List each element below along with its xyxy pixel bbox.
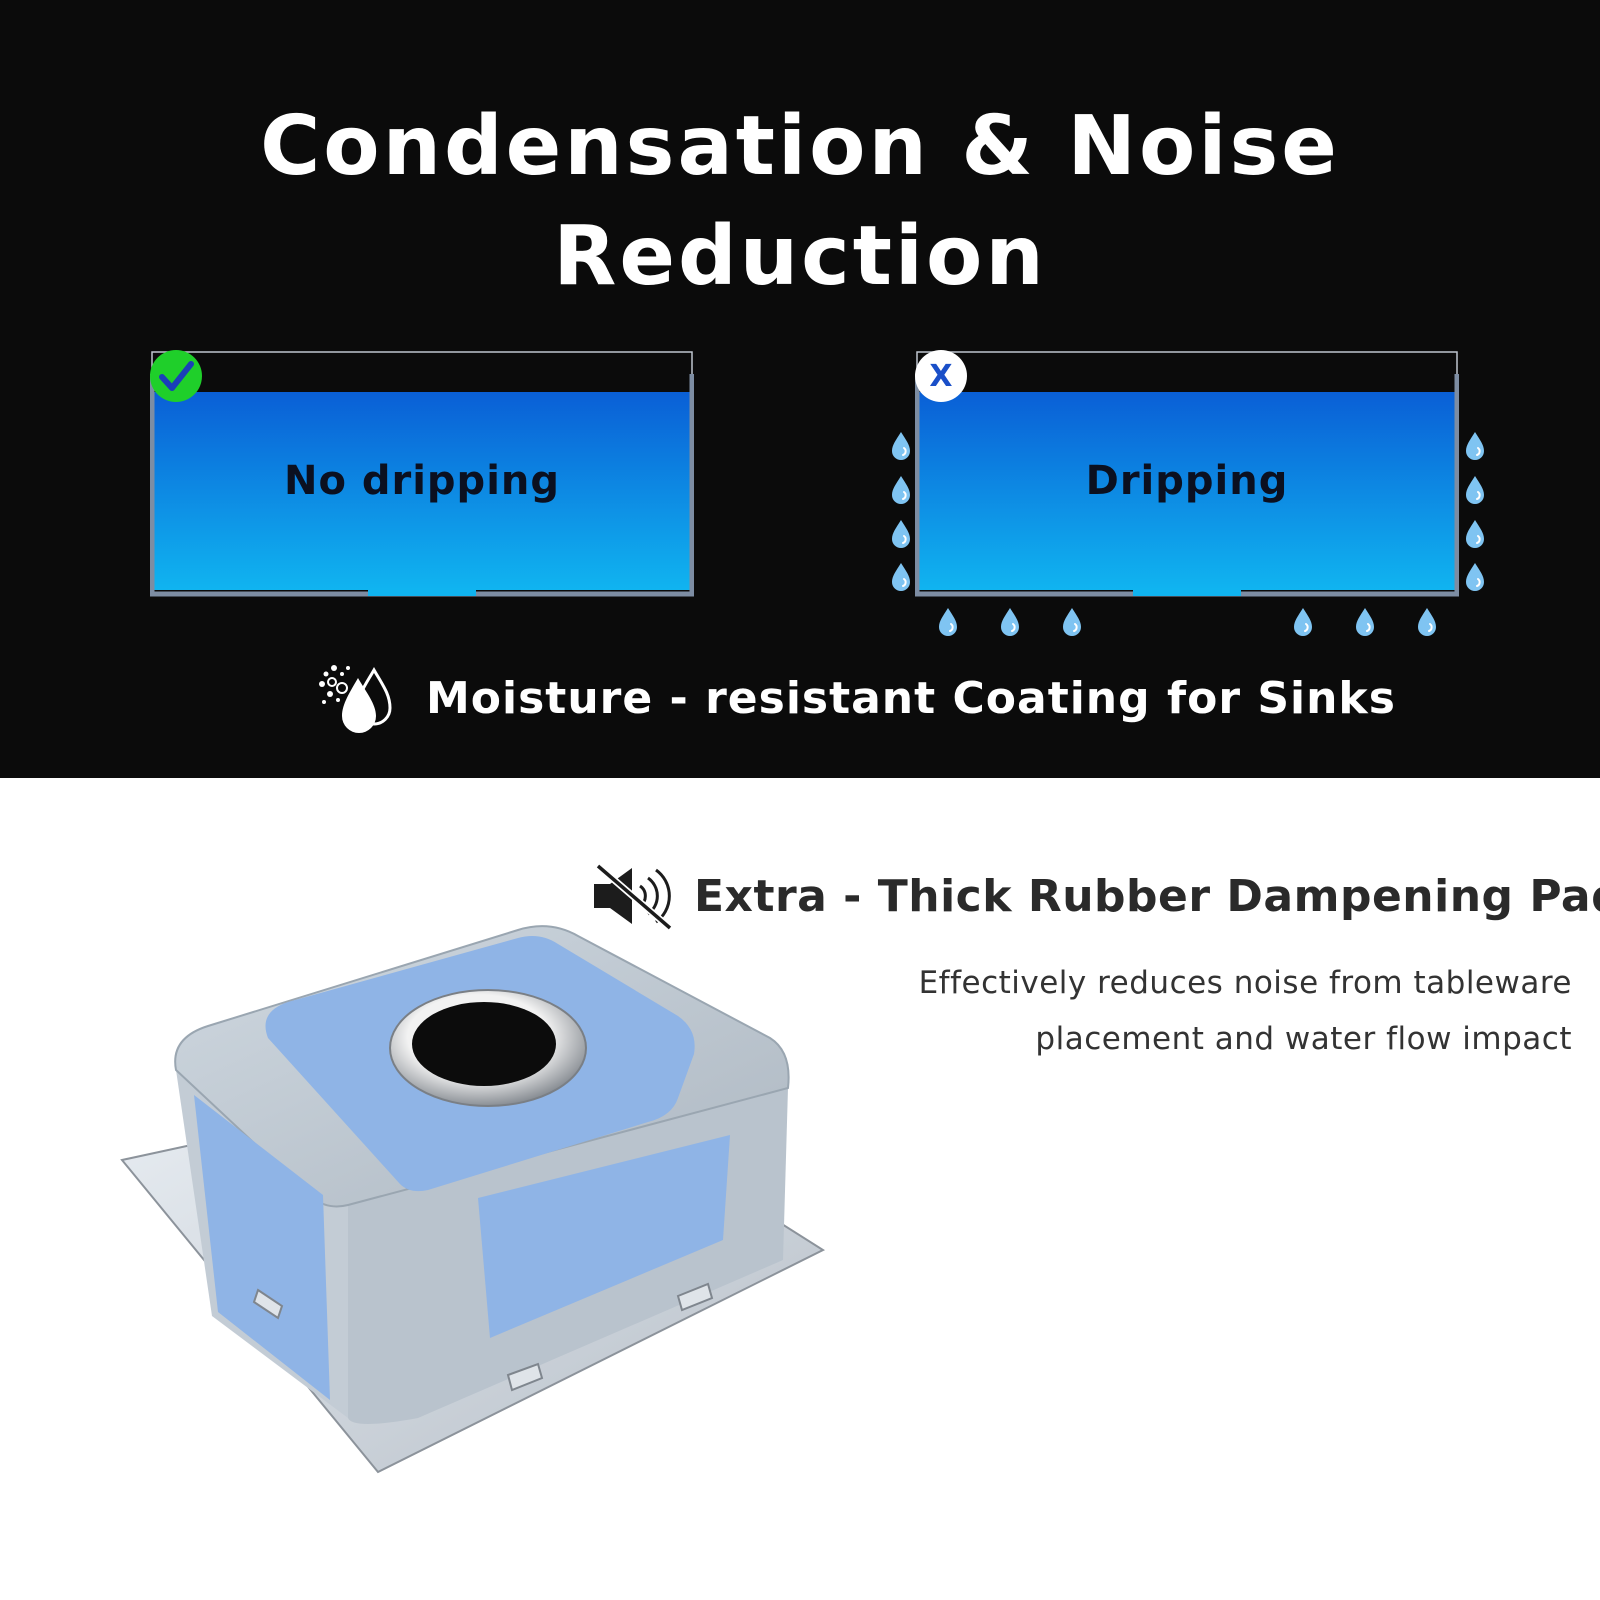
drop-icon [891, 431, 911, 461]
mounting-clip [506, 1362, 544, 1392]
drop-icon [1465, 431, 1485, 461]
dampening-title: Extra - Thick Rubber Dampening Pads [694, 870, 1600, 922]
sink-underside-photo [120, 925, 826, 1474]
dampening-feature: Extra - Thick Rubber Dampening Pads [590, 860, 1600, 932]
drop-icon [1465, 519, 1485, 549]
water-fill [154, 392, 690, 590]
page-title: Condensation & Noise Reduction [260, 99, 1340, 304]
drain-slot [368, 588, 476, 596]
mounting-clip [676, 1282, 714, 1312]
drop-icon [1355, 607, 1375, 637]
moisture-feature: Moisture - resistant Coating for Sinks [316, 660, 1396, 736]
sink-rim-outline [916, 351, 1458, 374]
dampening-description: Effectively reduces noise from tableware… [852, 955, 1572, 1067]
description-line: placement and water flow impact [1035, 1021, 1572, 1057]
mounting-clip [252, 1288, 284, 1320]
svg-text:X: X [929, 359, 952, 394]
drop-icon [1062, 607, 1082, 637]
condensation-panel: Condensation & Noise Reduction No drippi… [0, 0, 1600, 778]
drop-icon [891, 519, 911, 549]
drop-icon [938, 607, 958, 637]
check-icon [150, 350, 202, 402]
drop-icon [1000, 607, 1020, 637]
x-icon: X [915, 350, 967, 402]
drop-icon [1417, 607, 1437, 637]
sink-rim-outline [151, 351, 693, 374]
drop-icon [891, 562, 911, 592]
sink-no-dripping: No dripping [150, 350, 694, 598]
dripping-label: Dripping [1085, 458, 1289, 504]
water-drops-icon [319, 665, 392, 733]
right-dampening-pad [478, 1135, 730, 1338]
description-line: Effectively reduces noise from tableware [918, 965, 1572, 1001]
drop-icon [1465, 475, 1485, 505]
drain-hole [412, 1002, 556, 1086]
no-dripping-label: No dripping [283, 458, 561, 504]
drop-icon [1293, 607, 1313, 637]
sink-dripping-diagram [915, 351, 1459, 597]
water-fill [919, 392, 1455, 590]
left-dampening-pad [194, 1095, 330, 1400]
drop-icon [1465, 562, 1485, 592]
moisture-text: Moisture - resistant Coating for Sinks [426, 672, 1396, 724]
drop-icon [891, 475, 911, 505]
sink-no-dripping-diagram [150, 351, 694, 597]
mute-speaker-icon [594, 863, 673, 930]
drain-slot [1133, 588, 1241, 596]
sink-dripping: Dripping X [915, 350, 1459, 598]
